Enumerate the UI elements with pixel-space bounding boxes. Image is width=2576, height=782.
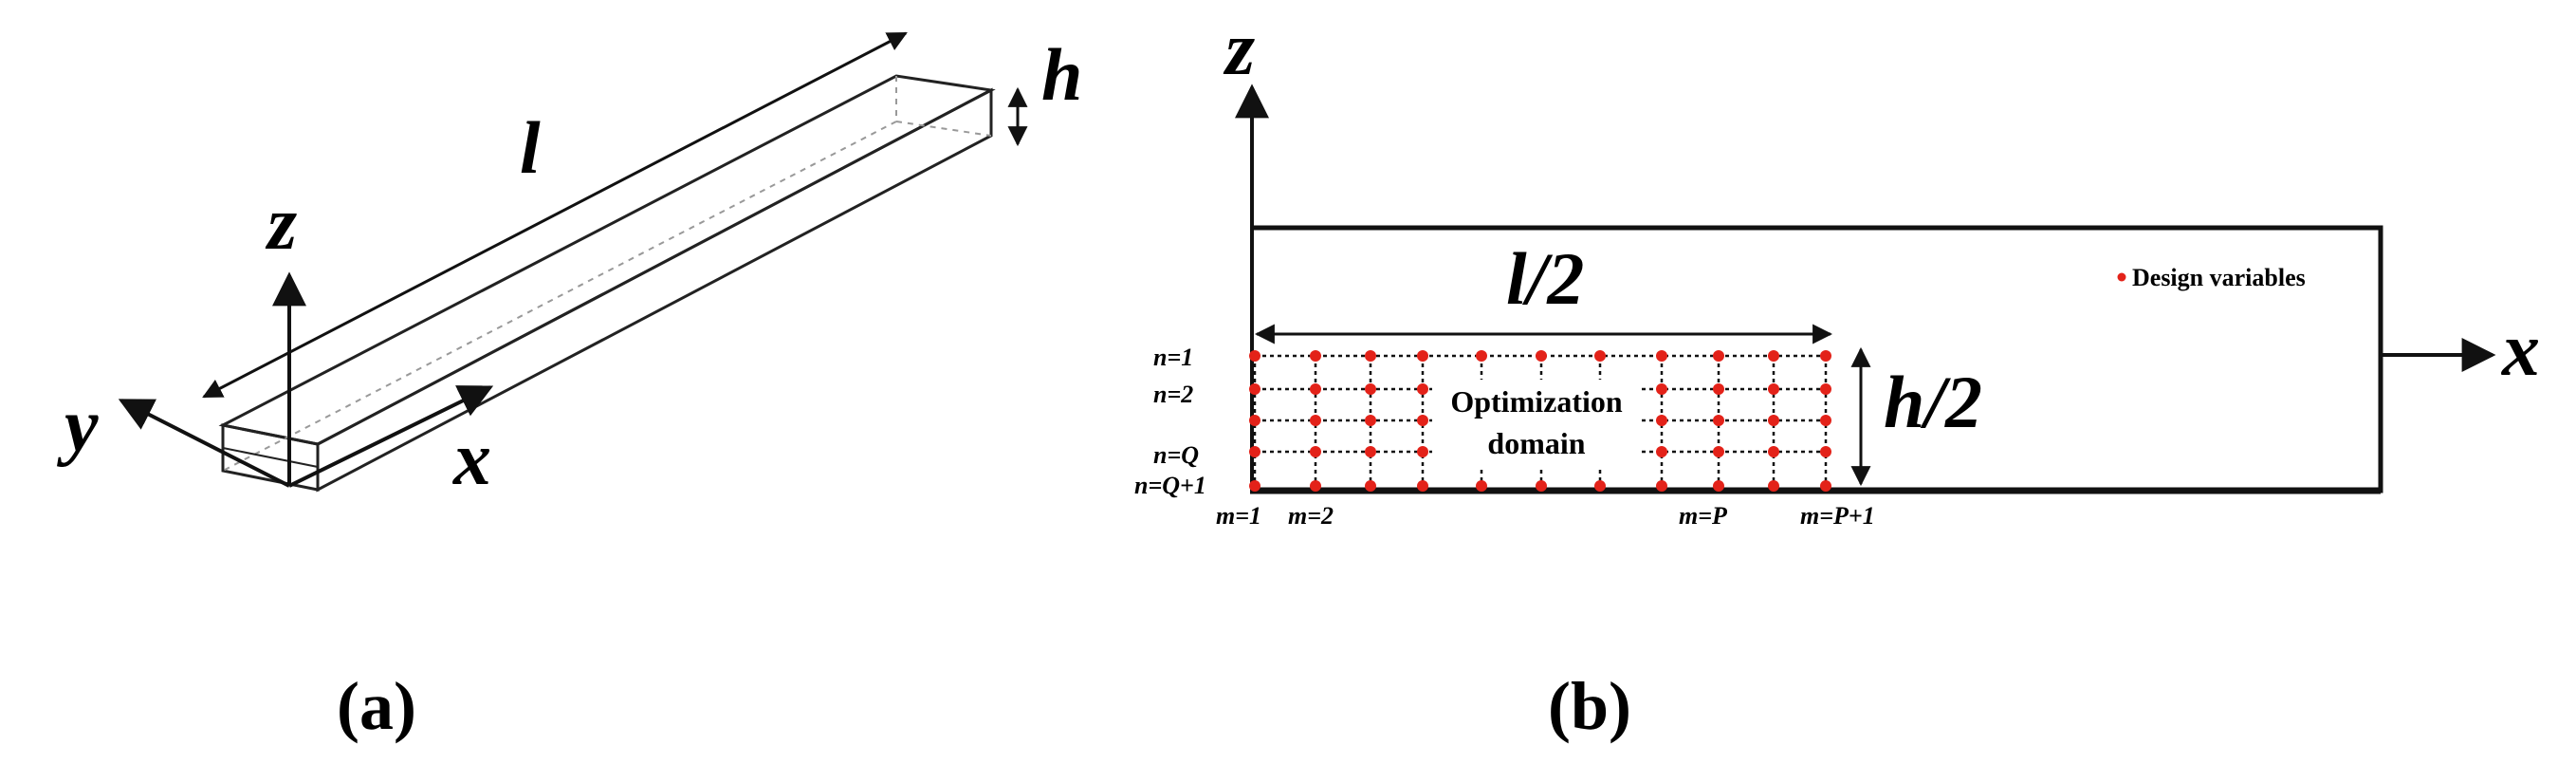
design-variable-point-r1-c9 [1713,350,1724,362]
col-label-mP: m=P [1679,502,1728,530]
domain-label-line1: Optimization [1450,384,1623,419]
panel-b-x-label: x [2501,308,2540,392]
design-variable-point-r1-c1 [1249,350,1260,362]
design-variable-point-r3-c1 [1249,415,1260,426]
half-height-label: h/2 [1884,361,1982,443]
design-variable-point-r4-c1 [1249,446,1260,457]
row-label-nQ1: n=Q+1 [1134,472,1206,499]
design-variable-point-r1-c4 [1417,350,1428,362]
design-variable-point-r5-c2 [1310,480,1321,492]
design-variable-point-r1-c8 [1656,350,1667,362]
design-variable-point-r4-c4 [1417,446,1428,457]
panel-b-caption: (b) [1548,668,1631,744]
design-variable-point-r1-c6 [1536,350,1547,362]
design-variable-point-r2-c9 [1713,383,1724,395]
design-variable-point-r1-c3 [1365,350,1376,362]
panel-a-y-axis [118,399,290,488]
design-variable-point-r1-c2 [1310,350,1321,362]
design-variable-point-r2-c8 [1656,383,1667,395]
design-variable-point-r2-c10 [1768,383,1779,395]
design-variable-point-r2-c4 [1417,383,1428,395]
design-variable-point-r5-c6 [1536,480,1547,492]
panel-a-y-label: y [56,384,99,468]
design-variable-point-r4-c10 [1768,446,1779,457]
design-variable-point-r1-c10 [1768,350,1779,362]
design-variable-point-r4-c11 [1820,446,1831,457]
design-variable-point-r3-c10 [1768,415,1779,426]
length-dimension-arrow [202,31,908,399]
design-variable-point-r2-c1 [1249,383,1260,395]
length-label: l [520,106,541,189]
design-variable-point-r3-c8 [1656,415,1667,426]
design-variable-point-r3-c11 [1820,415,1831,426]
design-variable-point-r2-c11 [1820,383,1831,395]
design-variable-point-r1-c11 [1820,350,1831,362]
design-variable-point-r4-c9 [1713,446,1724,457]
design-variable-point-r3-c2 [1310,415,1321,426]
height-label: h [1041,33,1082,116]
panel-a-caption: (a) [337,668,416,744]
design-variable-point-r5-c8 [1656,480,1667,492]
design-variable-point-r5-c5 [1476,480,1487,492]
design-variable-point-r5-c10 [1768,480,1779,492]
col-label-m1: m=1 [1216,502,1261,530]
panel-a-beam [218,74,996,493]
design-variable-point-r4-c3 [1365,446,1376,457]
legend-design-variables: Design variables [2132,264,2306,291]
domain-label-background [1432,380,1641,467]
design-variable-point-r1-c7 [1594,350,1606,362]
design-variable-point-r5-c7 [1594,480,1606,492]
design-variable-point-r2-c2 [1310,383,1321,395]
design-variable-point-r3-c3 [1365,415,1376,426]
design-variable-point-r5-c11 [1820,480,1831,492]
design-variable-point-r3-c9 [1713,415,1724,426]
panel-a-z-label: z [265,182,297,266]
design-variable-point-r1-c5 [1476,350,1487,362]
design-variable-point-r3-c4 [1417,415,1428,426]
design-variable-point-r5-c9 [1713,480,1724,492]
panel-a-x-axis [288,385,494,488]
domain-label-line2: domain [1487,426,1585,460]
col-label-m2: m=2 [1288,502,1334,530]
design-variable-point-r5-c4 [1417,480,1428,492]
row-label-n1: n=1 [1153,344,1193,371]
legend-design-variable-marker [2117,272,2126,282]
panel-b-z-label: z [1223,8,1255,91]
design-variable-point-r4-c8 [1656,446,1667,457]
row-label-nQ: n=Q [1153,441,1199,469]
col-label-mP1: m=P+1 [1800,502,1875,530]
design-variable-point-r4-c2 [1310,446,1321,457]
design-variable-point-r5-c1 [1249,480,1260,492]
panel-a-x-label: x [452,418,491,501]
design-variable-point-r2-c3 [1365,383,1376,395]
half-length-label: l/2 [1506,237,1584,320]
design-variable-point-r5-c3 [1365,480,1376,492]
row-label-n2: n=2 [1153,381,1193,408]
